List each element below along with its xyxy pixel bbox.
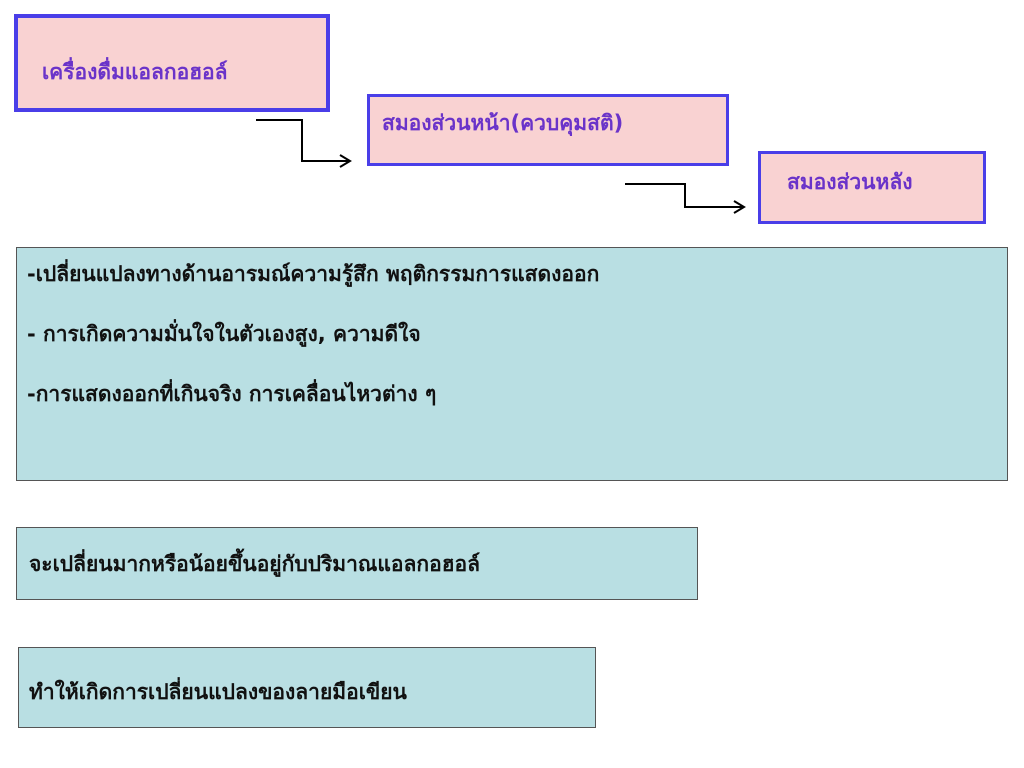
node-alcohol-label: เครื่องดื่มแอลกอฮอล์ [42,60,228,84]
effect-line: -การแสดงออกที่เกินจริง การเคลื่อนไหวต่าง… [27,382,437,406]
note-amount-text: จะเปลี่ยนมากหรือน้อยขึ้นอยู่กับปริมาณแอล… [29,552,481,576]
arrow-2-head [733,200,746,214]
node-frontal-brain-label: สมองส่วนหน้า(ควบคุมสติ) [382,111,624,135]
arrow-1-line [256,119,348,162]
arrow-2-line [625,183,742,208]
node-rear-brain: สมองส่วนหลัง [758,151,986,224]
arrow-1-head [339,154,352,168]
node-frontal-brain: สมองส่วนหน้า(ควบคุมสติ) [367,94,729,166]
node-alcohol: เครื่องดื่มแอลกอฮอล์ [14,14,330,112]
note-handwriting-text: ทำให้เกิดการเปลี่ยนแปลงของลายมือเขียน [29,680,407,704]
effect-line: - การเกิดความมั่นใจในตัวเองสูง, ความดีใจ [27,322,421,346]
effects-panel: -เปลี่ยนแปลงทางด้านอารมณ์ความรู้สึก พฤติ… [16,247,1008,481]
effect-line: -เปลี่ยนแปลงทางด้านอารมณ์ความรู้สึก พฤติ… [27,262,600,286]
note-amount: จะเปลี่ยนมากหรือน้อยขึ้นอยู่กับปริมาณแอล… [16,527,698,600]
note-handwriting: ทำให้เกิดการเปลี่ยนแปลงของลายมือเขียน [18,647,596,728]
node-rear-brain-label: สมองส่วนหลัง [787,170,913,194]
